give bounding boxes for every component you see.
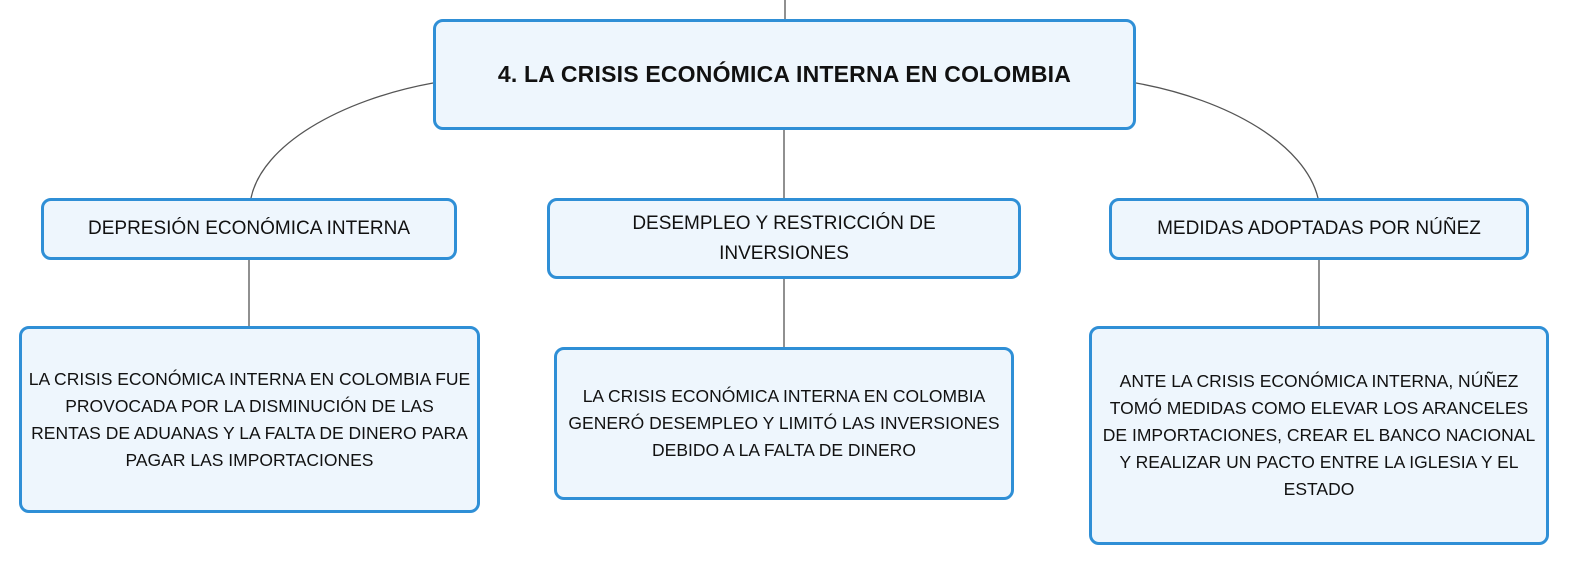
branch-label: DESEMPLEO Y RESTRICCIÓN DE INVERSIONES	[632, 212, 936, 264]
detail-text: LA CRISIS ECONÓMICA INTERNA EN COLOMBIA …	[28, 368, 471, 470]
connector-root-to-branch-1	[250, 82, 434, 199]
branch-label: MEDIDAS ADOPTADAS POR NÚÑEZ	[1157, 218, 1481, 239]
detail-node-medidas[interactable]: ANTE LA CRISIS ECONÓMICA INTERNA, NÚÑEZ …	[1089, 326, 1549, 545]
detail-text: LA CRISIS ECONÓMICA INTERNA EN COLOMBIA …	[568, 386, 1000, 460]
branch-label: DEPRESIÓN ECONÓMICA INTERNA	[88, 218, 410, 239]
branch-node-depresion[interactable]: DEPRESIÓN ECONÓMICA INTERNA	[41, 198, 457, 260]
branch-node-desempleo[interactable]: DESEMPLEO Y RESTRICCIÓN DE INVERSIONES	[547, 198, 1021, 279]
root-topic-node[interactable]: 4. LA CRISIS ECONÓMICA INTERNA EN COLOMB…	[433, 19, 1136, 130]
detail-text: ANTE LA CRISIS ECONÓMICA INTERNA, NÚÑEZ …	[1102, 371, 1536, 499]
detail-node-desempleo[interactable]: LA CRISIS ECONÓMICA INTERNA EN COLOMBIA …	[554, 347, 1014, 500]
root-topic-label: 4. LA CRISIS ECONÓMICA INTERNA EN COLOMB…	[497, 61, 1072, 87]
connector-root-to-branch-3	[1135, 82, 1319, 199]
detail-node-depresion[interactable]: LA CRISIS ECONÓMICA INTERNA EN COLOMBIA …	[19, 326, 480, 513]
branch-node-medidas[interactable]: MEDIDAS ADOPTADAS POR NÚÑEZ	[1109, 198, 1529, 260]
